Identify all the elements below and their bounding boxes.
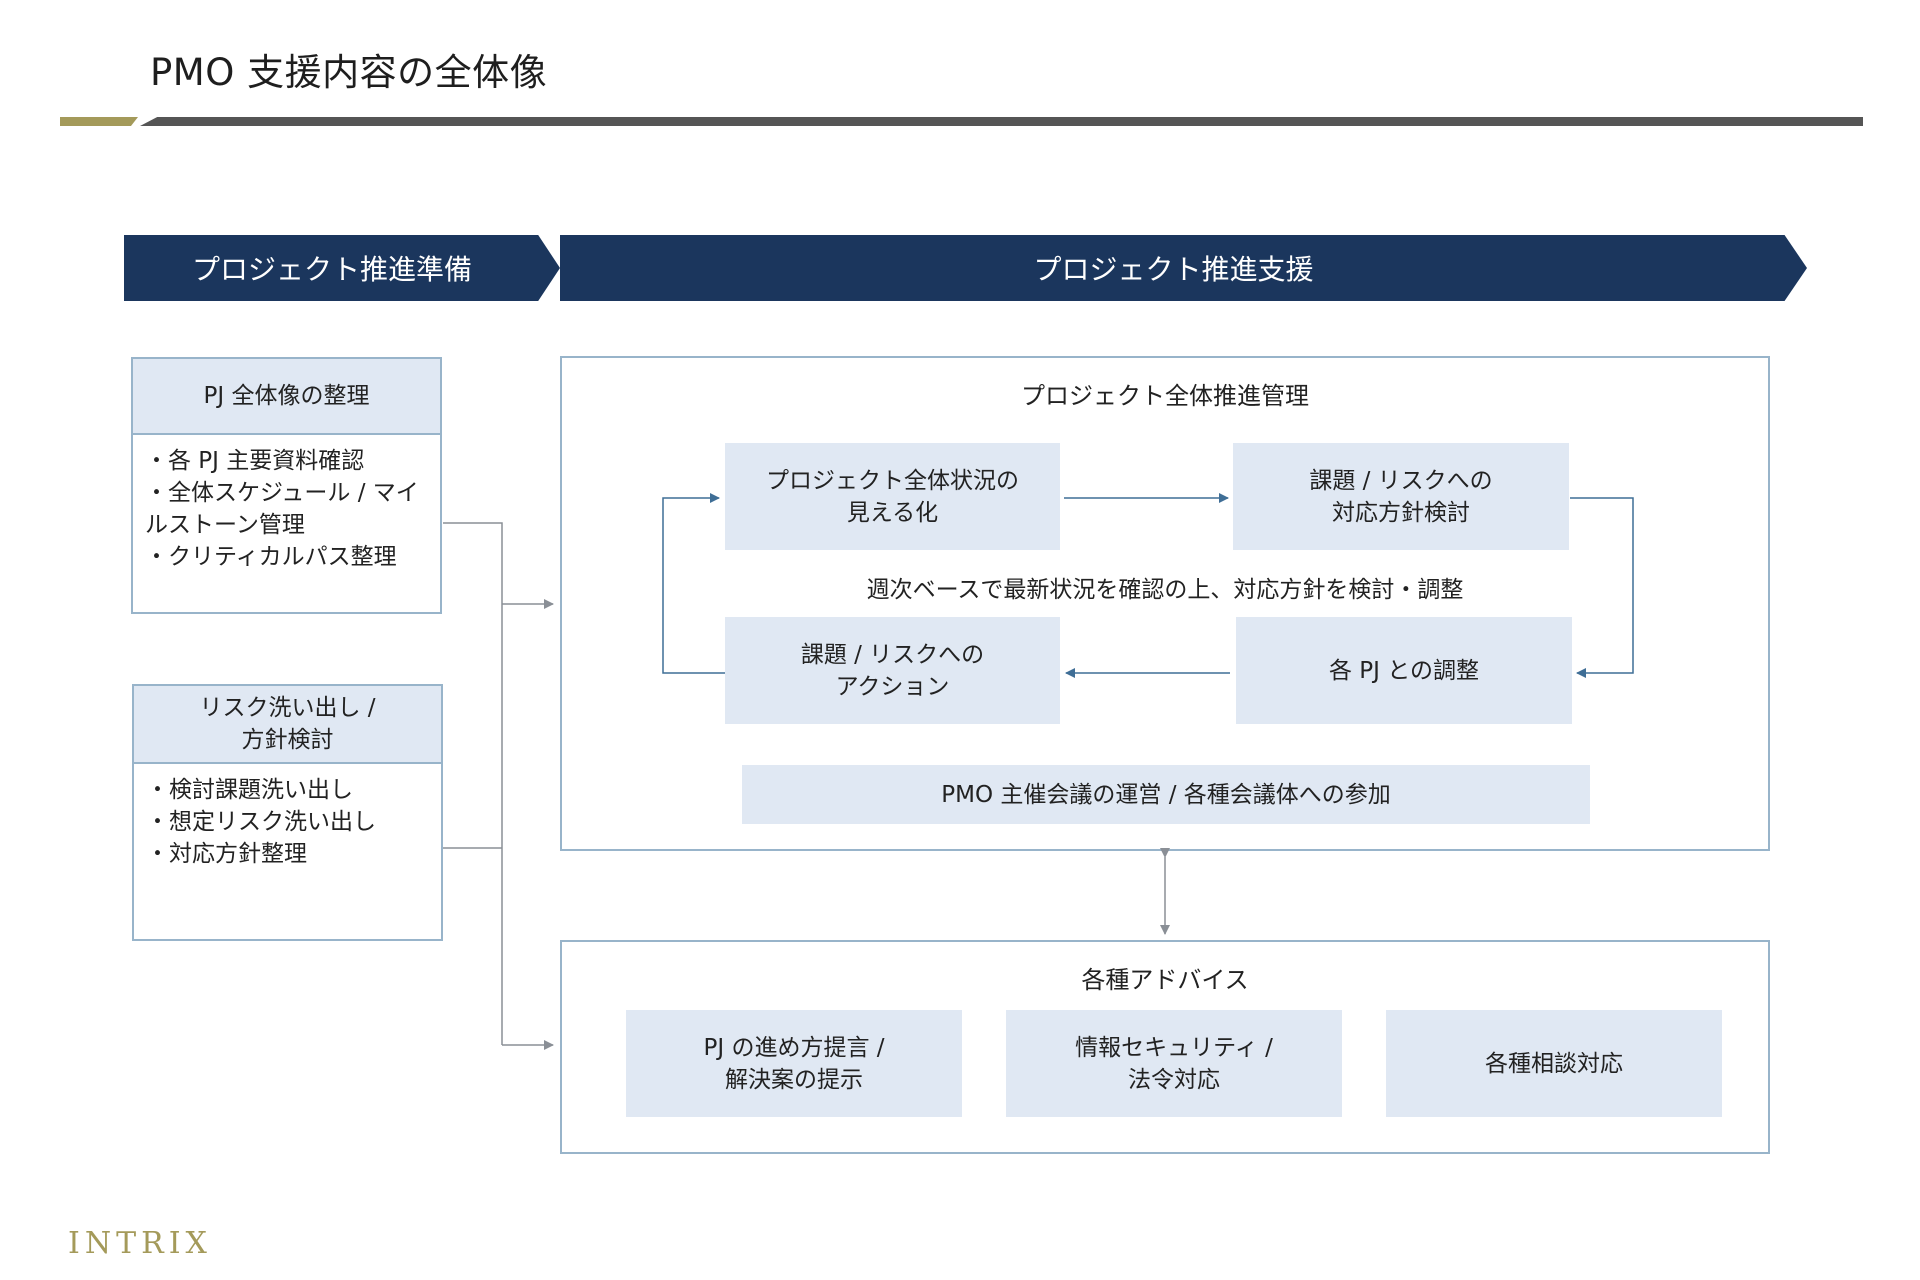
cycle-caption: 週次ベースで最新状況を確認の上、対応方針を検討・調整 (866, 577, 1464, 603)
box-pj-proposal-line2: 解決案の提示 (725, 1066, 863, 1093)
box-security-compliance-line1: 情報セキュリティ / (1075, 1034, 1273, 1061)
box-pj-proposal-line1: PJ の進め方提言 / (703, 1034, 885, 1061)
panel-risk-policy: リスク洗い出し / 方針検討 検討課題洗い出し 想定リスク洗い出し 対応方針整理 (132, 684, 443, 941)
panel-advice-title: 各種アドバイス (1081, 966, 1249, 994)
box-issue-policy-line1: 課題 / リスクへの (1309, 467, 1493, 494)
box-visualize-status-line2: 見える化 (846, 499, 939, 526)
bracket-connector (443, 522, 554, 1050)
list-item: 各 PJ 主要資料確認 (145, 445, 428, 477)
box-pj-coordination-text: 各 PJ との調整 (1328, 657, 1480, 684)
box-visualize-status: プロジェクト全体状況の 見える化 (725, 443, 1060, 550)
box-issue-action: 課題 / リスクへの アクション (725, 617, 1060, 724)
box-issue-action-line2: アクション (835, 673, 950, 700)
banner-prep-label: プロジェクト推進準備 (191, 253, 472, 286)
panel-risk-policy-title-line2: 方針検討 (241, 727, 334, 753)
company-logo: INTRIX (68, 1226, 212, 1261)
box-issue-action-line1: 課題 / リスクへの (800, 641, 985, 668)
panel-project-management-title: プロジェクト全体推進管理 (1021, 382, 1309, 410)
list-item: 想定リスク洗い出し (146, 806, 429, 838)
box-meeting-operation-text: PMO 主催会議の運営 / 各種会議体への参加 (941, 781, 1391, 808)
list-item: 検討課題洗い出し (146, 774, 429, 806)
box-consultation: 各種相談対応 (1386, 1010, 1722, 1117)
box-meeting-operation: PMO 主催会議の運営 / 各種会議体への参加 (742, 765, 1590, 824)
banner-project-preparation: プロジェクト推進準備 (124, 235, 560, 301)
box-visualize-status-line1: プロジェクト全体状況の (766, 467, 1019, 494)
panel-pj-overview: PJ 全体像の整理 各 PJ 主要資料確認 全体スケジュール / マイルストーン… (131, 357, 442, 614)
panel-risk-policy-title: リスク洗い出し / 方針検討 (134, 686, 441, 764)
box-issue-policy: 課題 / リスクへの 対応方針検討 (1233, 443, 1569, 550)
page-title: PMO 支援内容の全体像 (150, 51, 548, 94)
title-rule-accent (60, 117, 138, 126)
panel-pj-overview-list: 各 PJ 主要資料確認 全体スケジュール / マイルストーン管理 クリティカルパ… (133, 435, 440, 573)
panel-pj-overview-title: PJ 全体像の整理 (133, 359, 440, 435)
box-consultation-text: 各種相談対応 (1485, 1050, 1623, 1077)
box-pj-proposal: PJ の進め方提言 / 解決案の提示 (626, 1010, 962, 1117)
panel-risk-policy-list: 検討課題洗い出し 想定リスク洗い出し 対応方針整理 (134, 764, 441, 870)
box-issue-policy-line2: 対応方針検討 (1332, 499, 1470, 526)
connector-from-pj-overview (443, 522, 503, 1045)
panel-pj-overview-title-text: PJ 全体像の整理 (203, 383, 370, 409)
banner-project-support: プロジェクト推進支援 (560, 235, 1807, 301)
box-security-compliance: 情報セキュリティ / 法令対応 (1006, 1010, 1342, 1117)
box-pj-coordination: 各 PJ との調整 (1236, 617, 1572, 724)
title-rule (140, 117, 1863, 126)
list-item: 全体スケジュール / マイルストーン管理 (145, 477, 428, 541)
panel-risk-policy-title-line1: リスク洗い出し / (199, 695, 376, 721)
list-item: クリティカルパス整理 (145, 541, 428, 573)
box-security-compliance-line2: 法令対応 (1128, 1066, 1220, 1093)
banner-support-label: プロジェクト推進支援 (1033, 253, 1314, 286)
list-item: 対応方針整理 (146, 838, 429, 870)
